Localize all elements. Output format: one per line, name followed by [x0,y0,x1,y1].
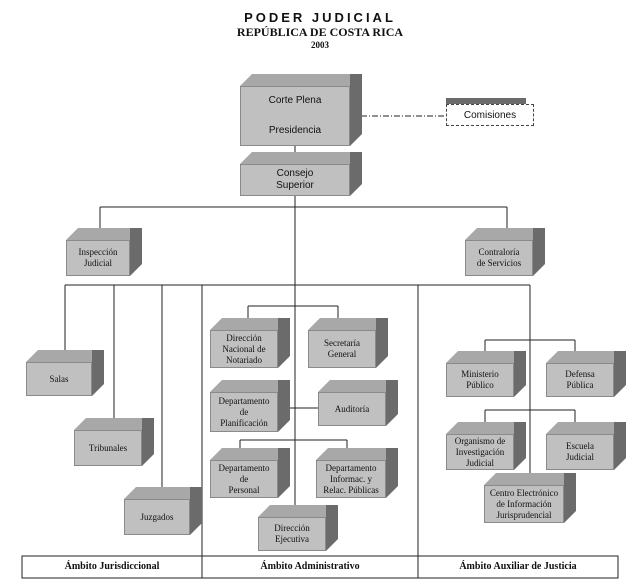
org-title: PODER JUDICIAL [244,10,396,25]
contraloria-label: Contraloría de Servicios [476,247,522,268]
org-year: 2003 [311,40,329,50]
departamento-personal-label: Departamento de Personal [218,462,270,495]
presidencia-label: Presidencia [268,125,322,136]
footer-administrativo: Ámbito Administrativo [260,560,360,572]
inspeccion-judicial-label: Inspección Judicial [78,247,118,268]
ministerio-publico-box: Ministerio Público [446,351,526,397]
salas-box: Salas [26,350,104,396]
escuela-judicial-label: Escuela Judicial [566,441,594,462]
direccion-notariado-label: Dirección Nacional de Notariado [222,332,266,365]
contraloria-box: Contraloría de Servicios [465,228,545,276]
centro-electronico-label: Centro Electrónico de Información Jurisp… [489,487,559,520]
comisiones-shadow-side [520,98,526,108]
juzgados-box: Juzgados [124,487,202,535]
auditoria-label: Auditoría [334,403,370,414]
auditoria-box: Auditoría [318,380,398,426]
salas-label: Salas [49,373,69,384]
footer-jurisdiccional: Ámbito Jurisdiccional [64,560,160,572]
org-subtitle: REPÚBLICA DE COSTA RICA [236,25,404,39]
ministerio-publico-label: Ministerio Público [461,369,499,390]
direccion-ejecutiva-box: Dirección Ejecutiva [258,505,338,551]
departamento-informacion-label: Departamento Informac. y Relac. Públicas [323,462,379,495]
secretaria-general-box: Secretaría General [308,318,388,368]
direccion-ejecutiva-label: Dirección Ejecutiva [274,523,310,544]
tribunales-box: Tribunales [74,418,154,466]
comisiones-box: Comisiones [446,104,534,126]
organismo-investigacion-box: Organismo de Investigación Judicial [446,422,526,470]
consejo-superior-box: Consejo Superior [240,152,362,196]
centro-electronico-box: Centro Electrónico de Información Jurisp… [484,473,576,523]
tribunales-label: Tribunales [88,442,128,453]
departamento-planificacion-box: Departamento de Planificación [210,380,290,432]
consejo-superior-label: Consejo Superior [276,168,314,191]
escuela-judicial-box: Escuela Judicial [546,422,626,470]
corte-plena-box: Corte Plena Presidencia [240,74,362,146]
juzgados-label: Juzgados [140,511,174,522]
organismo-investigacion-label: Organismo de Investigación Judicial [454,435,506,468]
footer-auxiliar: Ámbito Auxiliar de Justicia [459,560,577,572]
departamento-planificacion-label: Departamento de Planificación [218,395,270,428]
departamento-personal-box: Departamento de Personal [210,448,290,498]
direccion-notariado-box: Dirección Nacional de Notariado [210,318,290,368]
defensa-publica-box: Defensa Pública [546,351,626,397]
comisiones-shadow [446,98,526,104]
defensa-publica-label: Defensa Pública [565,369,595,390]
departamento-informacion-box: Departamento Informac. y Relac. Públicas [316,448,398,498]
corte-plena-label: Corte Plena [268,95,322,106]
inspeccion-judicial-box: Inspección Judicial [66,228,142,276]
secretaria-general-label: Secretaría General [324,338,360,359]
